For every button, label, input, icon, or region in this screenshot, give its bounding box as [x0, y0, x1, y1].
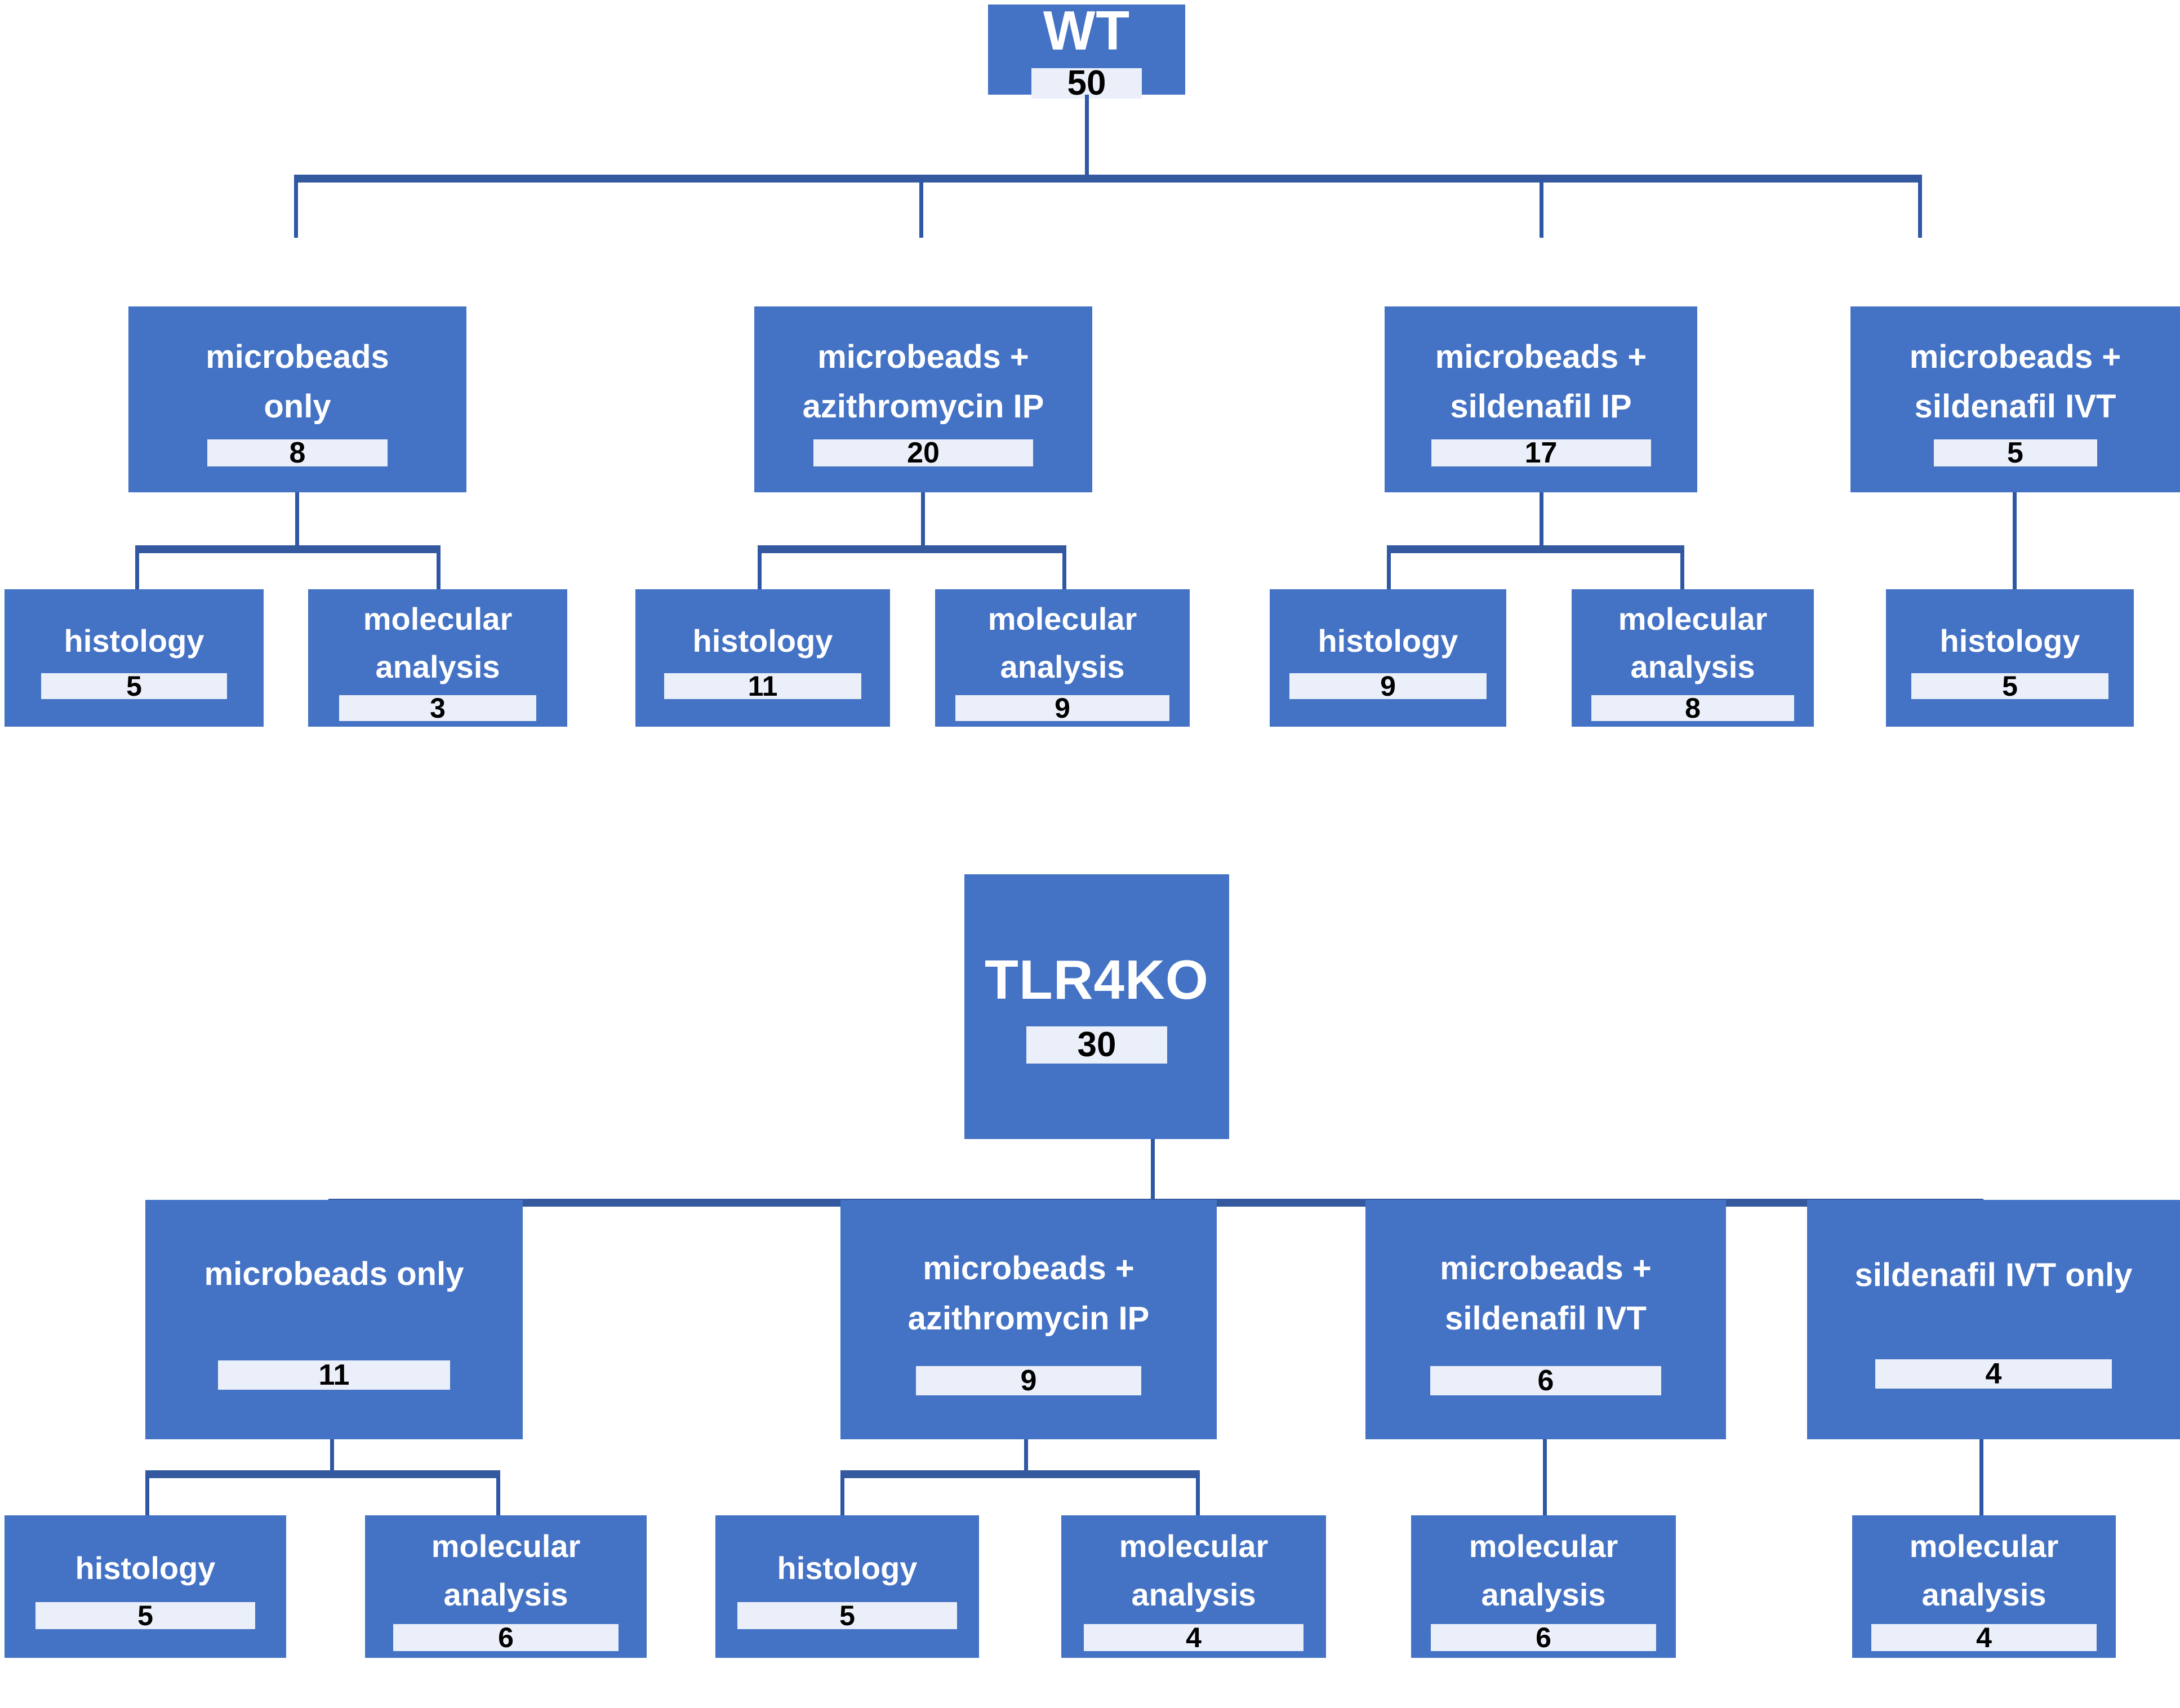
node-count-box: 9: [955, 694, 1169, 722]
node-label: microbeads + azithromycin IP: [802, 338, 1044, 425]
node-label: histology: [1939, 623, 2080, 659]
node-tlr4ko-histology-2[interactable]: histology 5: [715, 1515, 979, 1658]
node-label: histology: [64, 623, 204, 659]
node-count-box: 9: [1289, 672, 1487, 700]
node-count-box: 8: [207, 438, 388, 468]
connector-wt-g0-bus: [135, 545, 441, 553]
node-count-box: 5: [35, 1602, 255, 1630]
node-label: histology: [75, 1550, 216, 1586]
node-count-box: 9: [916, 1365, 1141, 1395]
node-tlr4ko-molecular-analysis-2[interactable]: molecular analysis 4: [1061, 1515, 1326, 1658]
node-tlr4ko-molecular-analysis-3[interactable]: molecular analysis 6: [1411, 1515, 1676, 1658]
connector-tlr4ko-g0-drop-left: [145, 1475, 149, 1515]
node-wt-molecular-analysis-2[interactable]: molecular analysis 9: [935, 589, 1190, 727]
connector-tlr4ko-g1-bus: [840, 1470, 1200, 1478]
node-wt-histology-3[interactable]: histology 9: [1270, 589, 1506, 727]
node-count-box: 6: [1430, 1365, 1661, 1395]
node-label: WT: [1043, 0, 1131, 62]
node-wt-histology-4[interactable]: histology 5: [1886, 589, 2134, 727]
node-wt-molecular-analysis-1[interactable]: molecular analysis 3: [308, 589, 567, 727]
connector-wt-level2-drop-2: [1540, 179, 1543, 238]
connector-wt-g0-drop-right: [437, 550, 441, 589]
connector-tlr4ko-g3-stem: [1979, 1439, 1983, 1515]
node-count-box: 50: [1031, 65, 1142, 100]
node-tlr4ko-microbeads-azithromycin-ip[interactable]: microbeads + azithromycin IP 9: [840, 1200, 1217, 1439]
connector-wt-g2-bus: [1387, 545, 1684, 553]
node-tlr4ko-microbeads-only[interactable]: microbeads only 11: [145, 1200, 523, 1439]
node-tlr4ko-sildenafil-ivt-only[interactable]: sildenafil IVT only 4: [1807, 1200, 2180, 1439]
connector-wt-level2-drop-3: [1918, 179, 1922, 238]
node-label: molecular analysis: [1909, 1528, 2059, 1612]
node-label: microbeads + sildenafil IP: [1435, 338, 1647, 425]
node-wt-microbeads-sildenafil-ivt[interactable]: microbeads + sildenafil IVT 5: [1850, 306, 2180, 492]
node-wt-molecular-analysis-3[interactable]: molecular analysis 8: [1572, 589, 1814, 727]
node-tlr4ko-molecular-analysis-1[interactable]: molecular analysis 6: [365, 1515, 647, 1658]
node-count-box: 5: [41, 672, 227, 700]
connector-tlr4ko-g0-drop-right: [496, 1475, 500, 1515]
connector-tlr4ko-g0-bus: [145, 1470, 500, 1478]
node-label: molecular analysis: [1119, 1528, 1269, 1612]
node-tlr4ko-molecular-analysis-4[interactable]: molecular analysis 4: [1852, 1515, 2116, 1658]
node-label: TLR4KO: [985, 949, 1209, 1011]
node-label: molecular analysis: [363, 601, 513, 684]
node-label: sildenafil IVT only: [1854, 1257, 2133, 1294]
node-count-box: 11: [218, 1360, 450, 1390]
connector-tlr4ko-g1-drop-right: [1196, 1475, 1200, 1515]
node-wt-root[interactable]: WT 50: [988, 0, 1185, 100]
connector-tlr4ko-root-stem: [1151, 1139, 1155, 1213]
connector-wt-g1-drop-left: [758, 550, 762, 589]
connector-wt-g2-drop-left: [1387, 550, 1391, 589]
node-label: microbeads only: [204, 1256, 464, 1293]
node-count-box: 5: [1933, 438, 2097, 468]
connector-tlr4ko-g2-stem: [1543, 1439, 1547, 1515]
node-tlr4ko-root[interactable]: TLR4KO 30: [964, 874, 1229, 1139]
connector-tlr4ko-g0-stem: [330, 1439, 334, 1474]
node-label: molecular analysis: [987, 601, 1137, 684]
node-label: microbeads + azithromycin IP: [907, 1250, 1150, 1337]
node-count-box: 4: [1871, 1624, 2097, 1652]
connector-wt-level2-drop-1: [919, 179, 923, 238]
node-count-box: 17: [1431, 438, 1651, 468]
node-wt-microbeads-sildenafil-ip[interactable]: microbeads + sildenafil IP 17: [1385, 306, 1697, 492]
connector-wt-level2-bus: [294, 175, 1922, 183]
node-wt-microbeads-azithromycin-ip[interactable]: microbeads + azithromycin IP 20: [754, 306, 1092, 492]
node-wt-microbeads-only[interactable]: microbeads only 8: [128, 306, 466, 492]
node-count-box: 20: [813, 438, 1033, 468]
node-count-box: 8: [1591, 694, 1794, 722]
node-label: histology: [692, 623, 833, 659]
node-label: molecular analysis: [1469, 1528, 1618, 1612]
node-wt-histology-2[interactable]: histology 11: [635, 589, 890, 727]
node-count-box: 4: [1875, 1359, 2112, 1389]
connector-wt-g3-stem: [2013, 492, 2017, 589]
node-label: histology: [777, 1550, 918, 1586]
node-tlr4ko-microbeads-sildenafil-ivt[interactable]: microbeads + sildenafil IVT 6: [1365, 1200, 1726, 1439]
node-count-box: 30: [1026, 1026, 1167, 1064]
connector-wt-g1-stem: [921, 492, 925, 549]
connector-wt-g2-stem: [1540, 492, 1543, 549]
node-label: microbeads + sildenafil IVT: [1440, 1250, 1652, 1337]
node-tlr4ko-histology-1[interactable]: histology 5: [5, 1515, 286, 1658]
connector-wt-g0-stem: [295, 492, 299, 549]
node-count-box: 5: [1911, 672, 2108, 700]
node-wt-histology-1[interactable]: histology 5: [5, 589, 264, 727]
connector-wt-g1-bus: [758, 545, 1066, 553]
node-label: molecular analysis: [431, 1528, 581, 1612]
connector-wt-g1-drop-right: [1062, 550, 1066, 589]
node-count-box: 3: [339, 694, 536, 722]
node-count-box: 5: [737, 1602, 957, 1630]
connector-tlr4ko-g1-drop-left: [840, 1475, 844, 1515]
node-count-box: 6: [393, 1624, 619, 1652]
connector-wt-g0-drop-left: [135, 550, 139, 589]
node-count-box: 4: [1084, 1624, 1303, 1652]
connector-wt-root-stem: [1085, 95, 1089, 178]
node-label: microbeads + sildenafil IVT: [1909, 338, 2121, 425]
connector-wt-g2-drop-right: [1680, 550, 1684, 589]
connector-tlr4ko-g1-stem: [1024, 1439, 1028, 1474]
node-label: histology: [1318, 623, 1458, 659]
node-count-box: 11: [664, 672, 861, 700]
node-label: molecular analysis: [1618, 601, 1768, 684]
node-count-box: 6: [1431, 1624, 1656, 1652]
node-label: microbeads only: [206, 338, 389, 425]
connector-wt-level2-drop-0: [294, 179, 298, 238]
